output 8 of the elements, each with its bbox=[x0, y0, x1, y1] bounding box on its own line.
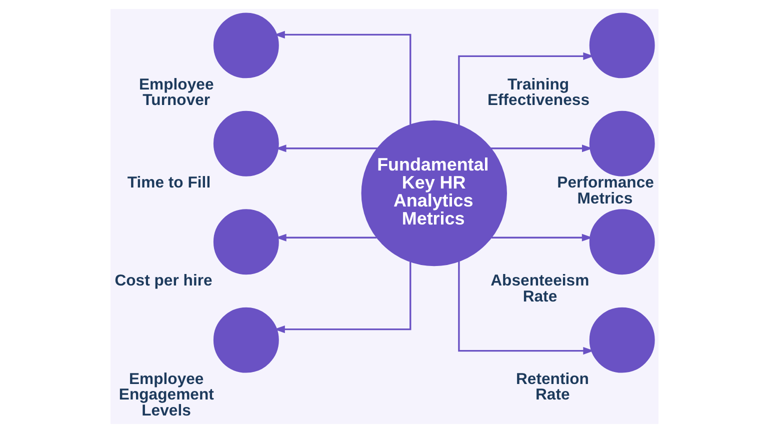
node-label: Retention Rate bbox=[515, 370, 588, 404]
node-label: Employee Turnover bbox=[138, 76, 214, 109]
node-label: Performance Metrics bbox=[556, 174, 654, 207]
node-label: Training Effectiveness bbox=[486, 76, 590, 109]
node-label: Absenteeism Rate bbox=[490, 272, 589, 306]
node-label: Time to Fill bbox=[126, 174, 210, 191]
node-label: Cost per hire bbox=[114, 272, 212, 290]
node-label: Employee Engagement Levels bbox=[118, 370, 214, 420]
